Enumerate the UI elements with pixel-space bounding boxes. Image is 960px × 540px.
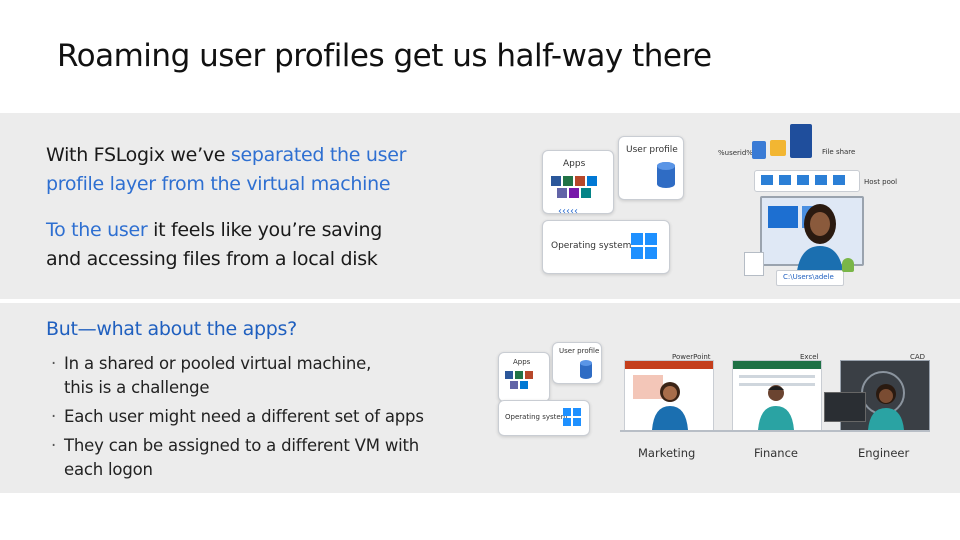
apps-label-small: Apps [513, 358, 531, 366]
bullet-line: In a shared or pooled virtual machine, [64, 354, 372, 373]
app-label: PowerPoint [672, 353, 711, 361]
para2-text-b: and accessing files from a local disk [46, 248, 378, 270]
bullet-item: Each user might need a different set of … [48, 405, 468, 429]
vm-icon [815, 175, 827, 185]
powerpoint-icon [525, 371, 533, 379]
desk-line [620, 430, 930, 432]
para2-highlight: To the user [46, 219, 148, 241]
database-icon [580, 360, 592, 379]
windows-logo-icon [563, 408, 581, 426]
vm-icon [779, 175, 791, 185]
slide-title: Roaming user profiles get us half-way th… [57, 38, 712, 74]
apps-card-small: Apps [498, 352, 550, 402]
word-icon [551, 176, 561, 186]
powerpoint-icon [575, 176, 585, 186]
lamp-icon [744, 252, 764, 276]
app-icons [551, 176, 607, 200]
app-label: Excel [800, 353, 819, 361]
file-share-label: File share [822, 148, 856, 156]
disk-icon [752, 141, 766, 159]
word-icon [505, 371, 513, 379]
outlook-icon [587, 176, 597, 186]
outlook-icon [520, 381, 528, 389]
grid-line [739, 383, 815, 386]
vm-icon [761, 175, 773, 185]
teams-icon [510, 381, 518, 389]
vm-icon [797, 175, 809, 185]
grid-line [739, 375, 815, 378]
app-label: CAD [910, 353, 926, 361]
user-avatar [868, 384, 904, 430]
bullet-item: In a shared or pooled virtual machine, th… [48, 352, 468, 400]
userid-label: %userid% [718, 149, 753, 157]
para1-highlight-a: separated the user [230, 144, 407, 166]
apps-label: Apps [563, 159, 586, 169]
bullet-line: Each user might need a different set of … [64, 407, 424, 426]
os-label-small: Operating system [505, 413, 568, 421]
user-avatar [758, 385, 794, 430]
section1-paragraph1: With FSLogix we’ve separated the user pr… [46, 141, 406, 199]
excel-icon [515, 371, 523, 379]
database-icon [657, 162, 675, 188]
os-card-small: Operating system [498, 400, 590, 436]
folder-icon [770, 140, 786, 156]
vm-icon [833, 175, 845, 185]
host-pool-label: Host pool [864, 178, 898, 186]
role-label: Engineer [858, 446, 910, 460]
section2-heading: But—what about the apps? [46, 318, 297, 340]
user-profile-label-small: User profile [559, 347, 600, 355]
path-label: C:\Users\adele [783, 273, 834, 281]
slide-thumb [633, 375, 663, 399]
bullet-line: each logon [64, 460, 153, 479]
excel-icon [563, 176, 573, 186]
titlebar [625, 361, 713, 369]
host-pool-strip [754, 170, 860, 192]
bullet-list: In a shared or pooled virtual machine, th… [48, 352, 468, 487]
window-thumb [768, 206, 798, 228]
user-profile-card-small: User profile [552, 342, 602, 384]
os-card: Operating system [542, 220, 670, 274]
teams-icon [557, 188, 567, 198]
os-label: Operating system [551, 241, 632, 251]
onenote-icon [569, 188, 579, 198]
sharepoint-icon [581, 188, 591, 198]
second-monitor [824, 392, 866, 422]
user-profile-label: User profile [626, 145, 678, 155]
windows-logo-icon [631, 233, 657, 259]
bullet-line: They can be assigned to a different VM w… [64, 436, 420, 455]
server-icon [790, 124, 812, 158]
path-box: C:\Users\adele [776, 270, 844, 286]
bullet-item: They can be assigned to a different VM w… [48, 434, 468, 482]
user-avatar-woman [796, 204, 844, 280]
para1-text: With FSLogix we’ve [46, 144, 231, 166]
bullet-line: this is a challenge [64, 378, 210, 397]
plant-icon [842, 258, 854, 272]
apps-card: Apps [542, 150, 614, 214]
para2-text-a: it feels like you’re saving [147, 219, 382, 241]
role-label: Marketing [638, 446, 696, 460]
user-avatar [652, 382, 688, 430]
section1-paragraph2: To the user it feels like you’re saving … [46, 216, 382, 274]
user-profile-card: User profile [618, 136, 684, 200]
titlebar [733, 361, 821, 369]
role-label: Finance [754, 446, 798, 460]
para1-highlight-b: profile layer from the virtual machine [46, 173, 391, 195]
chevron-icons: ‹‹‹‹‹ [558, 206, 578, 217]
